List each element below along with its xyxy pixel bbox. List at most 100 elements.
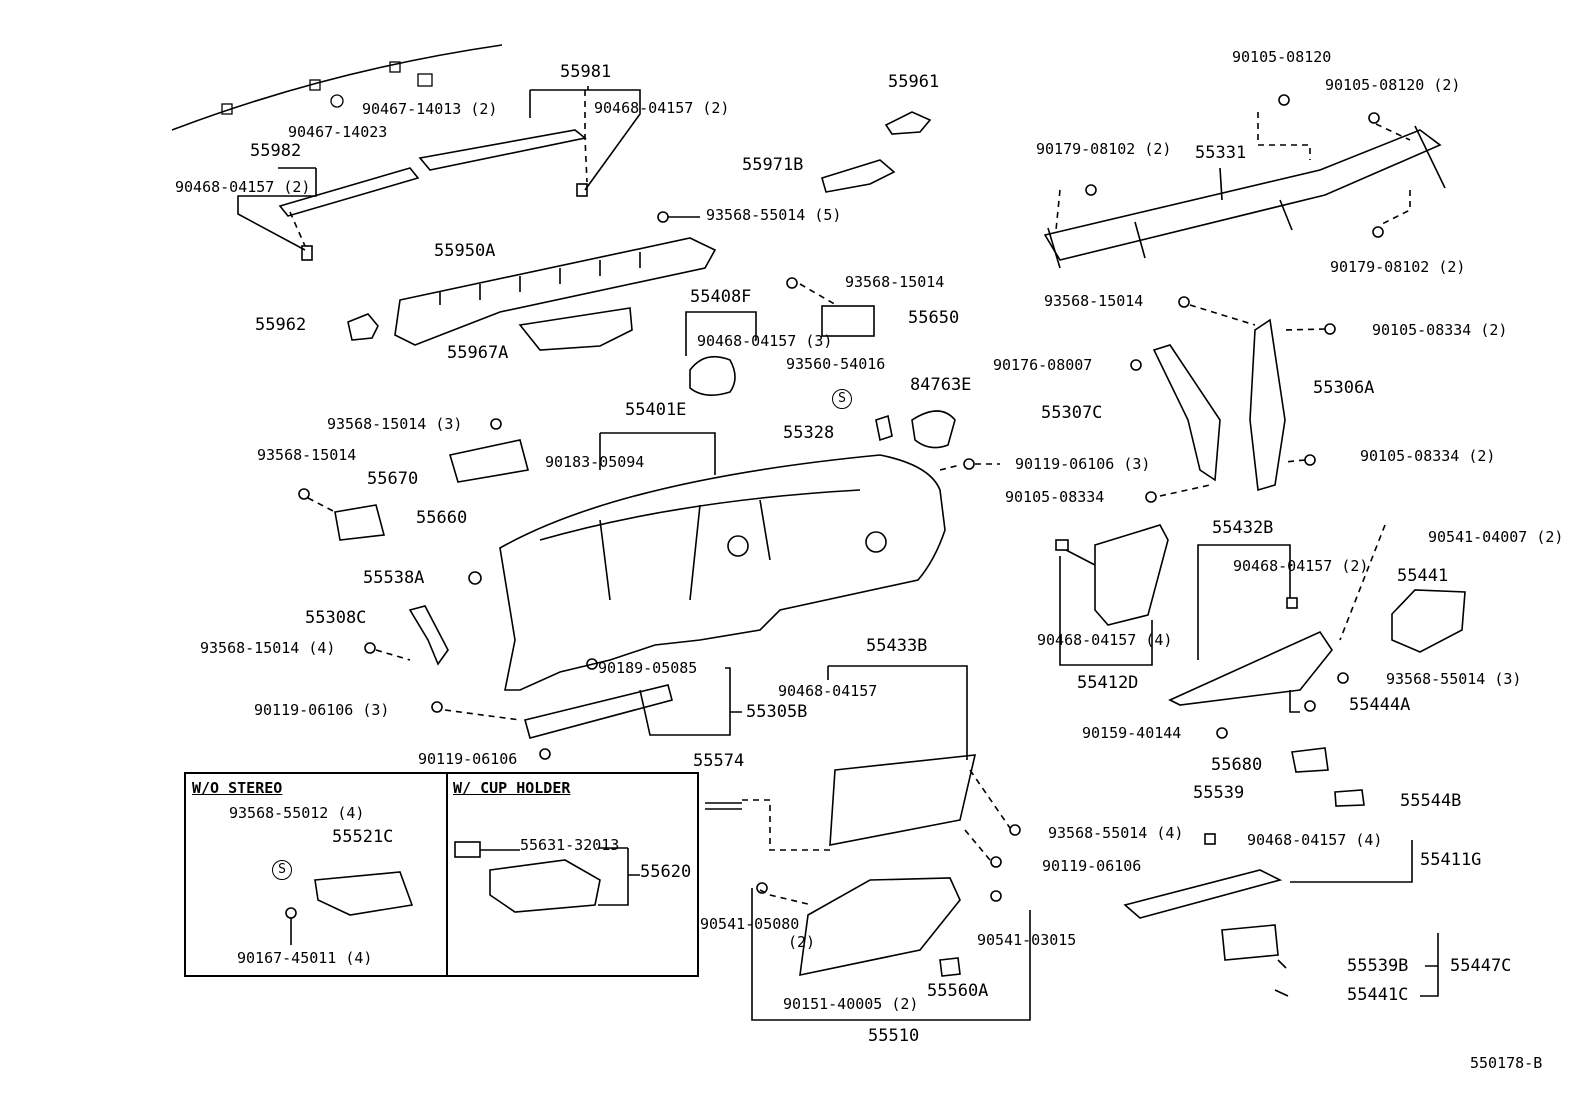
vent-55660 — [334, 504, 386, 541]
part-55961 — [884, 111, 932, 135]
label-90105-08120: 90105-08120 — [1232, 48, 1332, 66]
label-93568-55014-4: 93568-55014 (4) — [1048, 824, 1184, 842]
label-90179-08102-2-b: 90179-08102 (2) — [1330, 258, 1466, 276]
label-90468-04157-2-left: 90468-04157 (2) — [175, 178, 311, 196]
s-symbol: S — [832, 389, 852, 409]
label-93568-55012-4: 93568-55012 (4) — [229, 804, 365, 822]
part-55544B — [1334, 789, 1365, 807]
label-55432B: 55432B — [1212, 518, 1274, 538]
label-55539: 55539 — [1193, 783, 1245, 803]
vent-55650 — [821, 305, 875, 337]
label-90105-08334-2-a: 90105-08334 (2) — [1372, 321, 1508, 339]
label-55306A: 55306A — [1313, 378, 1375, 398]
label-93568-15014-3: 93568-15014 (3) — [327, 415, 463, 433]
label-55305B: 55305B — [746, 702, 808, 722]
label-55544B: 55544B — [1400, 791, 1462, 811]
label-55538A: 55538A — [363, 568, 425, 588]
inset-frame — [184, 772, 699, 977]
label-55447C: 55447C — [1450, 956, 1512, 976]
label-55982: 55982 — [250, 141, 302, 161]
label-90467-14013: 90467-14013 (2) — [362, 100, 498, 118]
part-55971B — [821, 159, 896, 193]
label-55411G: 55411G — [1420, 850, 1482, 870]
label-55441: 55441 — [1397, 566, 1449, 586]
part-55447C — [1221, 924, 1279, 961]
switch-55680 — [1291, 747, 1329, 773]
label-55967A: 55967A — [447, 343, 509, 363]
label-90105-08334: 90105-08334 — [1005, 488, 1105, 506]
label-90119-06106-3-right: 90119-06106 (3) — [1015, 455, 1151, 473]
label-90119-06106-c: 90119-06106 — [1042, 857, 1142, 875]
bracket-55307C — [1152, 344, 1221, 482]
label-90468-04157: 90468-04157 — [778, 682, 878, 700]
glovebox-55510 — [799, 877, 961, 977]
label-90467-14023: 90467-14023 — [288, 123, 388, 141]
box-55433B — [829, 754, 977, 846]
label-55680: 55680 — [1211, 755, 1263, 775]
label-90176-08007: 90176-08007 — [993, 356, 1093, 374]
label-90119-06106-3-left: 90119-06106 (3) — [254, 701, 390, 719]
label-55444A: 55444A — [1349, 695, 1411, 715]
s-symbol-inset: S — [272, 860, 292, 880]
panel-55411G — [1123, 869, 1283, 919]
label-55971B: 55971B — [742, 155, 804, 175]
clip-55538A — [468, 571, 482, 585]
duct-55950A — [394, 237, 717, 346]
lower-panel-55432B — [1168, 630, 1333, 706]
label-90167-45011: 90167-45011 (4) — [237, 949, 373, 967]
label-93568-15014-a: 93568-15014 — [845, 273, 945, 291]
label-93568-55014-3: 93568-55014 (3) — [1386, 670, 1522, 688]
garnish-55982 — [278, 167, 420, 217]
label-55412D: 55412D — [1077, 673, 1139, 693]
label-90183-05094: 90183-05094 — [545, 453, 645, 471]
cup-holder-55620 — [489, 859, 601, 913]
part-55967A — [518, 307, 633, 351]
label-55981: 55981 — [560, 62, 612, 82]
label-90119-06106-b: 90119-06106 — [418, 750, 518, 768]
label-90105-08120-2: 90105-08120 (2) — [1325, 76, 1461, 94]
label-90179-08102-2-a: 90179-08102 (2) — [1036, 140, 1172, 158]
label-90189-05085: 90189-05085 — [598, 659, 698, 677]
label-55650: 55650 — [908, 308, 960, 328]
label-55510: 55510 — [868, 1026, 920, 1046]
stopper-55560A — [939, 957, 961, 977]
label-55574: 55574 — [693, 751, 745, 771]
label-90468-04157-2-top: 90468-04157 (2) — [594, 99, 730, 117]
inset-title-wo-stereo: W/O STEREO — [192, 779, 283, 797]
instrument-panel-55401E — [499, 454, 946, 691]
label-55307C: 55307C — [1041, 403, 1103, 423]
label-90541-05080: 90541-05080 — [700, 915, 800, 933]
label-55620: 55620 — [640, 862, 692, 882]
label-55401E: 55401E — [625, 400, 687, 420]
label-55433B: 55433B — [866, 636, 928, 656]
label-90468-04157-3: 90468-04157 (3) — [697, 332, 833, 350]
label-90151-40005: 90151-40005 (2) — [783, 995, 919, 1013]
label-55560A: 55560A — [927, 981, 989, 1001]
windshield-edge — [171, 44, 503, 131]
label-90541-03015: 90541-03015 — [977, 931, 1077, 949]
label-55631-32013: 55631-32013 — [520, 836, 620, 854]
label-55950A: 55950A — [434, 241, 496, 261]
label-93568-15014-4: 93568-15014 (4) — [200, 639, 336, 657]
label-55331: 55331 — [1195, 143, 1247, 163]
label-55670: 55670 — [367, 469, 419, 489]
stereo-bracket — [314, 871, 414, 916]
bezel-55412D — [1094, 524, 1169, 626]
label-55328: 55328 — [783, 423, 835, 443]
bracket-55306A — [1249, 318, 1286, 492]
label-55521C: 55521C — [332, 827, 394, 847]
label-90468-04157-2-mid: 90468-04157 (2) — [1233, 557, 1369, 575]
label-90105-08334-2-b: 90105-08334 (2) — [1360, 447, 1496, 465]
label-55961: 55961 — [888, 72, 940, 92]
label-90159-40144: 90159-40144 — [1082, 724, 1182, 742]
label-90541-04007-2: 90541-04007 (2) — [1428, 528, 1564, 546]
clip-55328 — [875, 414, 893, 442]
label-55308C: 55308C — [305, 608, 367, 628]
inset-title-w-cup-holder: W/ CUP HOLDER — [453, 779, 571, 797]
label-84763E: 84763E — [910, 375, 972, 395]
cap-84763E — [911, 410, 956, 449]
label-93568-55014-5: 93568-55014 (5) — [706, 206, 842, 224]
label-90541-05080-qty: (2) — [788, 933, 816, 951]
